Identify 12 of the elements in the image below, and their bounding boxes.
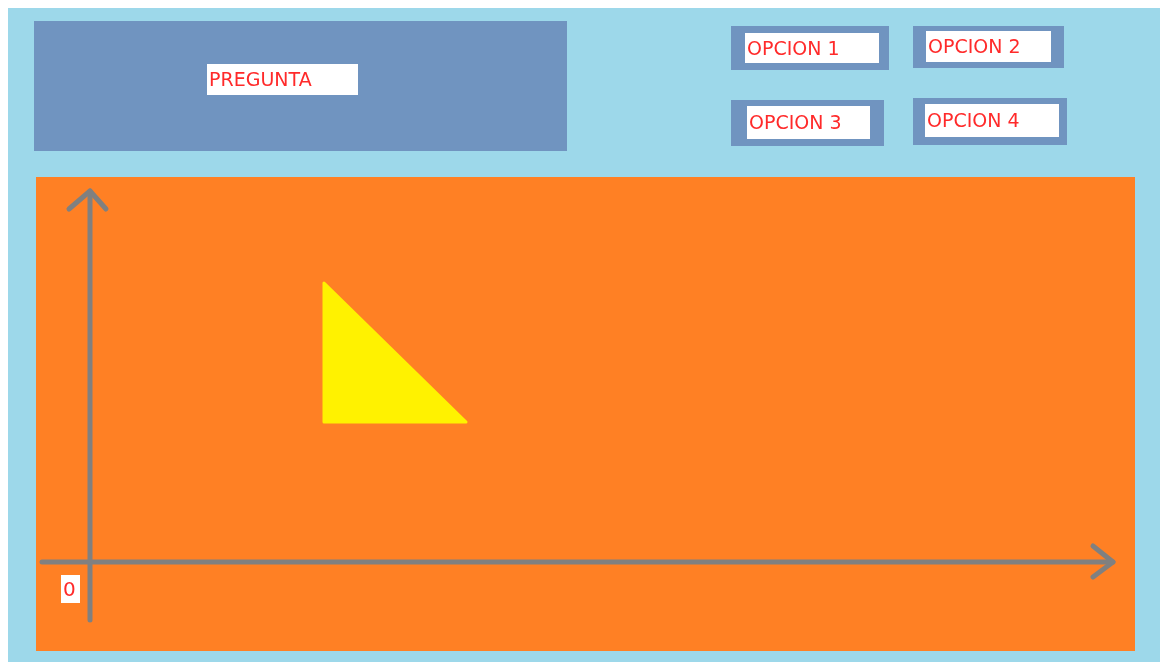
triangle-shape xyxy=(322,281,468,424)
option-label: OPCION 2 xyxy=(926,31,1051,62)
option-button xyxy=(913,26,1064,68)
option-label: OPCION 4 xyxy=(925,104,1059,137)
question-label: PREGUNTA xyxy=(207,64,358,95)
origin-label: 0 xyxy=(61,575,80,603)
option-button xyxy=(913,98,1067,145)
option-button xyxy=(731,26,889,70)
option-label: OPCION 1 xyxy=(745,33,879,63)
question-panel xyxy=(34,21,567,151)
option-button xyxy=(731,100,884,146)
option-label: OPCION 3 xyxy=(747,106,870,139)
